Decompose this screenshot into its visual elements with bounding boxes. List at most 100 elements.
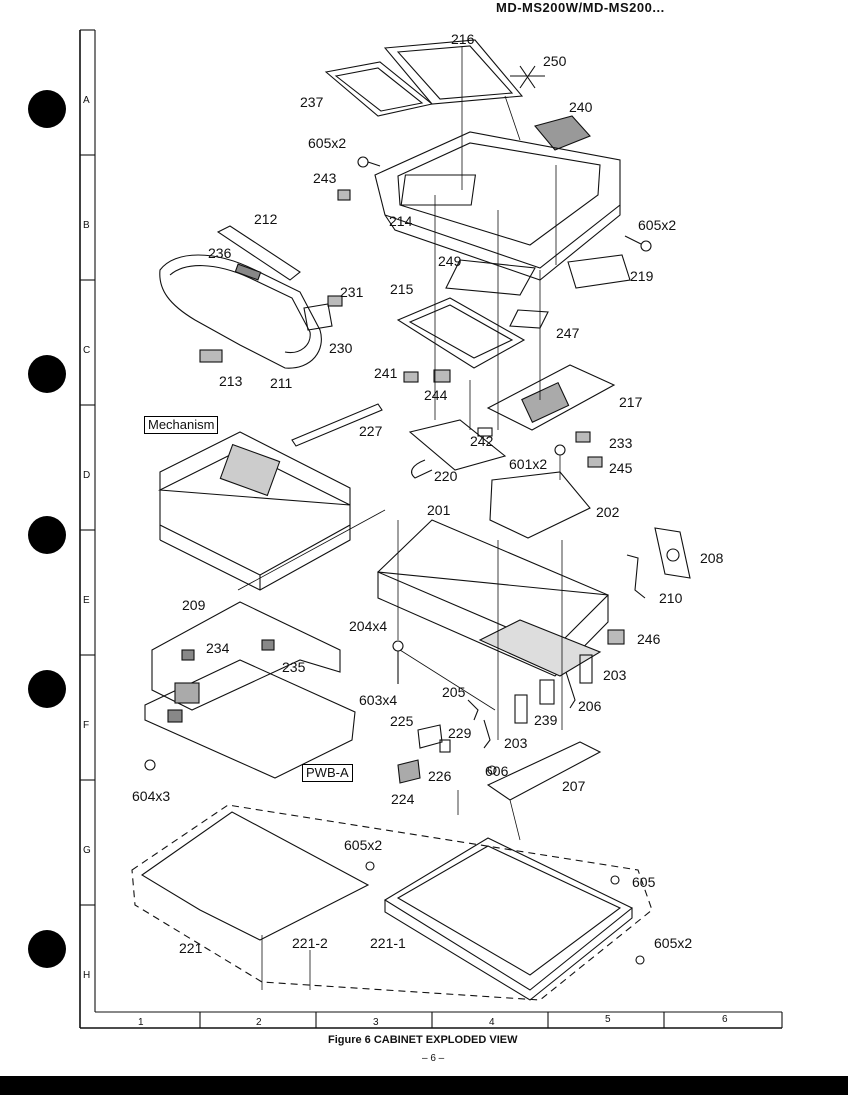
part-220 <box>408 419 507 471</box>
callout-240: 240 <box>569 99 593 115</box>
grid-row-label: C <box>83 345 90 356</box>
grid-row-label: D <box>83 470 90 481</box>
pwb-a-tag: PWB-A <box>302 764 353 782</box>
callout-labels: 216 250 237 240 605x2 243 214 605x2 212 … <box>132 31 724 956</box>
pwb-a-board <box>144 659 356 779</box>
part-219 <box>567 254 631 289</box>
callout-205: 205 <box>442 684 466 700</box>
part-605x2-screw <box>640 240 652 252</box>
callout-239: 239 <box>534 712 558 728</box>
callout-246: 246 <box>637 631 661 647</box>
part-227-flex <box>291 403 383 447</box>
callout-221-2: 221-2 <box>292 935 328 951</box>
part-249-sheet <box>445 259 536 296</box>
page-number: – 6 – <box>422 1053 445 1064</box>
grid-col-label: 2 <box>256 1017 262 1028</box>
callout-243: 243 <box>313 170 337 186</box>
callout-214: 214 <box>389 213 413 229</box>
callout-242: 242 <box>470 433 494 449</box>
callout-229: 229 <box>448 725 472 741</box>
callout-234: 234 <box>206 640 230 656</box>
callout-213: 213 <box>219 373 243 389</box>
callout-237: 237 <box>300 94 324 110</box>
callout-216: 216 <box>451 31 475 47</box>
figure-caption: Figure 6 CABINET EXPLODED VIEW <box>328 1034 518 1046</box>
callout-605x2: 605x2 <box>344 837 382 853</box>
part-212-rail <box>216 225 301 281</box>
callout-241: 241 <box>374 365 398 381</box>
callout-235: 235 <box>282 659 306 675</box>
callout-226: 226 <box>428 768 452 784</box>
callout-221-1: 221-1 <box>370 935 406 951</box>
callout-224: 224 <box>391 791 415 807</box>
callout-605x2: 605x2 <box>638 217 676 233</box>
binder-hole <box>28 355 66 393</box>
part-214-top-cabinet <box>374 131 621 269</box>
grid-col-label: 5 <box>605 1014 611 1025</box>
callout-231: 231 <box>340 284 364 300</box>
callout-203: 203 <box>603 667 627 683</box>
callout-227: 227 <box>359 423 383 439</box>
grid-col-label: 1 <box>138 1017 144 1028</box>
callout-215: 215 <box>390 281 414 297</box>
mechanism-tag: Mechanism <box>144 416 219 434</box>
callout-209: 209 <box>182 597 206 613</box>
callout-203: 203 <box>504 735 528 751</box>
grid-col-label: 3 <box>373 1017 379 1028</box>
part-240 <box>534 115 591 151</box>
callout-249: 249 <box>438 253 462 269</box>
grid-row-label: F <box>83 720 89 731</box>
callout-202: 202 <box>596 504 620 520</box>
callout-236: 236 <box>208 245 232 261</box>
callout-212: 212 <box>254 211 278 227</box>
callout-245: 245 <box>609 460 633 476</box>
callout-220: 220 <box>434 468 458 484</box>
part-250 <box>510 65 545 89</box>
callout-211: 211 <box>270 375 293 391</box>
part-221-2-sheet <box>140 811 370 941</box>
part-217-board <box>486 364 616 431</box>
callout-210: 210 <box>659 590 683 606</box>
part-221-1-bottom-cabinet <box>383 837 634 991</box>
grid-row-label: B <box>83 220 90 231</box>
part-221-outline <box>131 804 653 1001</box>
callout-247: 247 <box>556 325 580 341</box>
part-213 <box>199 349 223 363</box>
part-209-frame <box>151 601 341 711</box>
callout-605: 605 <box>632 874 656 890</box>
binder-hole <box>28 670 66 708</box>
callout-605x2: 605x2 <box>654 935 692 951</box>
binder-hole <box>28 930 66 968</box>
callout-206: 206 <box>578 698 602 714</box>
callout-221: 221 <box>179 940 203 956</box>
grid-row-label: E <box>83 595 90 606</box>
part-605x2-screw <box>357 156 369 168</box>
callout-217: 217 <box>619 394 643 410</box>
part-202-sheet <box>489 471 591 539</box>
callout-605x2: 605x2 <box>308 135 346 151</box>
drawing-frame <box>79 29 783 1029</box>
grid-row-label: H <box>83 970 90 981</box>
callout-219: 219 <box>630 268 654 284</box>
scan-edge-bar <box>0 1076 848 1095</box>
part-216-panel <box>383 39 524 105</box>
part-211-side-cabinet <box>159 254 322 369</box>
grid-col-label: 6 <box>722 1014 728 1025</box>
grid-row-label: A <box>83 95 90 106</box>
part-208 <box>654 527 691 579</box>
grid-row-label: G <box>83 845 91 856</box>
part-215-holder <box>396 297 526 369</box>
binder-hole <box>28 90 66 128</box>
callout-208: 208 <box>700 550 724 566</box>
callout-601x2: 601x2 <box>509 456 547 472</box>
part-237-panel <box>324 61 434 117</box>
callout-207: 207 <box>562 778 586 794</box>
callout-603x4: 603x4 <box>359 692 397 708</box>
part-207 <box>486 741 602 801</box>
callout-201: 201 <box>427 502 451 518</box>
callout-225: 225 <box>390 713 414 729</box>
callout-244: 244 <box>424 387 448 403</box>
callout-233: 233 <box>609 435 633 451</box>
